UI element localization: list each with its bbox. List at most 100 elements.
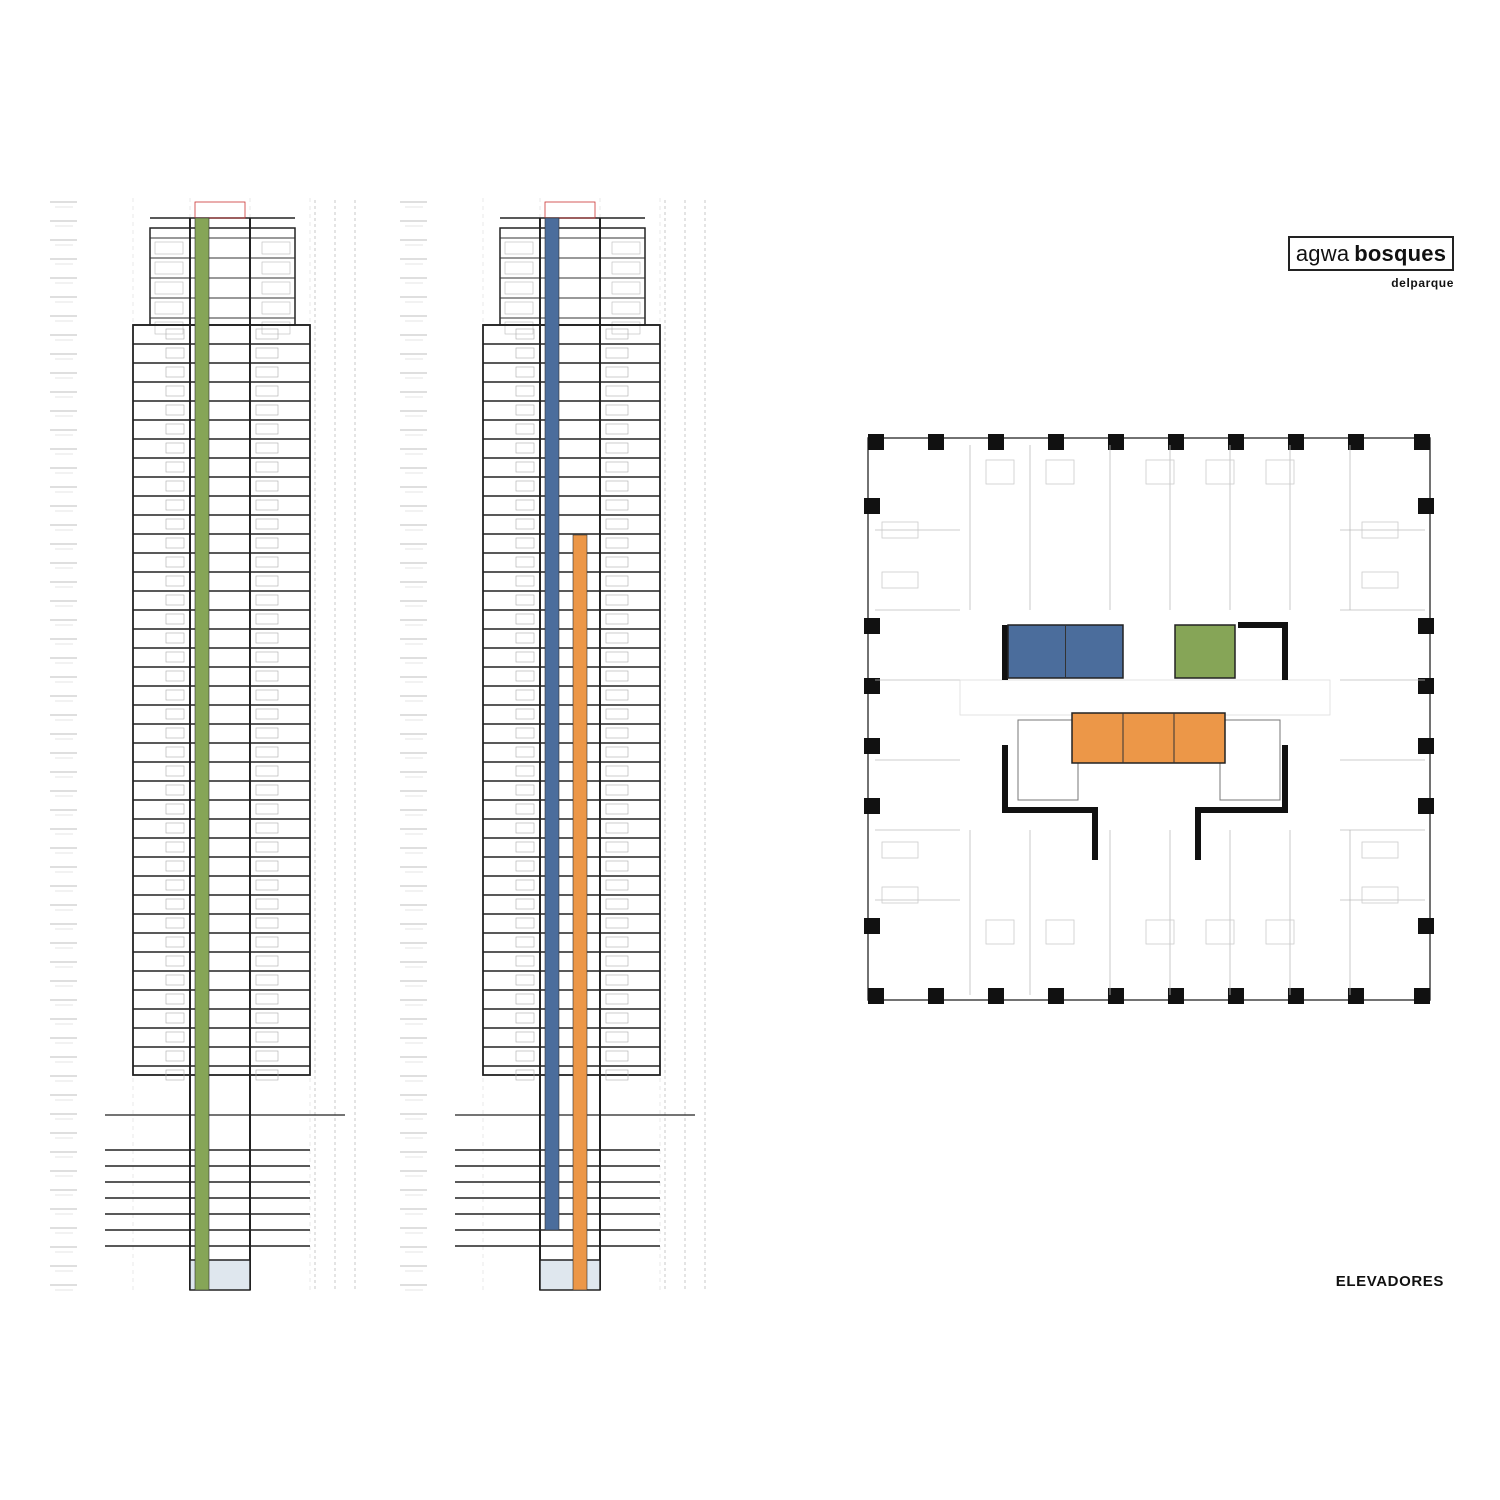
unit-detail xyxy=(255,841,279,853)
unit-detail xyxy=(515,442,535,454)
unit-detail xyxy=(515,1012,535,1024)
unit-detail xyxy=(165,632,185,644)
unit-detail xyxy=(255,993,279,1005)
unit-detail xyxy=(165,917,185,929)
unit-detail xyxy=(515,499,535,511)
unit-detail xyxy=(255,955,279,967)
window-detail xyxy=(504,301,534,315)
unit-detail xyxy=(255,404,279,416)
structural-column xyxy=(1348,988,1364,1004)
unit-detail xyxy=(165,518,185,530)
furniture xyxy=(1361,521,1399,539)
unit-detail xyxy=(515,936,535,948)
structural-column xyxy=(1288,988,1304,1004)
unit-detail xyxy=(515,575,535,587)
unit-detail xyxy=(515,765,535,777)
unit-detail xyxy=(605,423,629,435)
window-detail xyxy=(504,261,534,275)
unit-detail xyxy=(515,708,535,720)
brand-subtitle: delparque xyxy=(1391,276,1454,290)
unit-detail xyxy=(605,442,629,454)
unit-detail xyxy=(605,651,629,663)
unit-detail xyxy=(255,347,279,359)
window-detail xyxy=(611,281,641,295)
green-elevator-bank xyxy=(1174,624,1236,679)
unit-detail xyxy=(165,499,185,511)
elevator-pit xyxy=(539,1259,601,1291)
unit-detail xyxy=(165,385,185,397)
unit-detail xyxy=(255,575,279,587)
structural-column xyxy=(864,798,880,814)
tower-outline xyxy=(132,324,311,1076)
unit-detail xyxy=(605,860,629,872)
unit-detail xyxy=(255,518,279,530)
unit-detail xyxy=(515,461,535,473)
unit-detail xyxy=(605,974,629,986)
unit-detail xyxy=(165,936,185,948)
furniture xyxy=(1145,459,1175,485)
unit-detail xyxy=(255,594,279,606)
unit-detail xyxy=(165,822,185,834)
unit-detail xyxy=(165,784,185,796)
unit-detail xyxy=(605,480,629,492)
unit-detail xyxy=(515,347,535,359)
stair-core xyxy=(1219,719,1281,801)
unit-detail xyxy=(515,537,535,549)
unit-detail xyxy=(165,442,185,454)
unit-detail xyxy=(515,1069,535,1081)
furniture xyxy=(881,571,919,589)
unit-detail xyxy=(605,499,629,511)
unit-detail xyxy=(165,765,185,777)
structural-column xyxy=(1048,988,1064,1004)
machine-room xyxy=(544,201,596,219)
unit-detail xyxy=(605,537,629,549)
unit-detail xyxy=(515,518,535,530)
unit-detail xyxy=(165,841,185,853)
window-detail xyxy=(611,301,641,315)
unit-detail xyxy=(515,594,535,606)
unit-detail xyxy=(605,594,629,606)
core-wall xyxy=(1002,622,1288,860)
unit-detail xyxy=(165,1012,185,1024)
unit-detail xyxy=(515,727,535,739)
structural-column xyxy=(1348,434,1364,450)
unit-detail xyxy=(515,803,535,815)
unit-detail xyxy=(165,594,185,606)
unit-detail xyxy=(255,898,279,910)
structural-column xyxy=(1108,988,1124,1004)
structural-column xyxy=(928,434,944,450)
unit-detail xyxy=(515,955,535,967)
unit-detail xyxy=(255,613,279,625)
unit-detail xyxy=(165,1050,185,1062)
unit-detail xyxy=(605,841,629,853)
unit-detail xyxy=(605,689,629,701)
unit-detail xyxy=(515,670,535,682)
furniture xyxy=(1205,459,1235,485)
unit-detail xyxy=(165,651,185,663)
structural-column xyxy=(868,988,884,1004)
stair-core xyxy=(1017,719,1079,801)
unit-detail xyxy=(605,917,629,929)
unit-detail xyxy=(515,689,535,701)
furniture xyxy=(1045,919,1075,945)
unit-detail xyxy=(165,366,185,378)
unit-detail xyxy=(605,575,629,587)
unit-detail xyxy=(165,689,185,701)
unit-detail xyxy=(255,765,279,777)
unit-detail xyxy=(255,689,279,701)
unit-detail xyxy=(605,1069,629,1081)
window-detail xyxy=(261,241,291,255)
structural-column xyxy=(1228,434,1244,450)
unit-detail xyxy=(165,1031,185,1043)
structural-column xyxy=(1048,434,1064,450)
window-detail xyxy=(504,241,534,255)
penthouse-outline xyxy=(499,227,646,326)
unit-detail xyxy=(605,936,629,948)
structural-column xyxy=(1418,618,1434,634)
unit-detail xyxy=(605,347,629,359)
structural-column xyxy=(1418,798,1434,814)
unit-detail xyxy=(165,898,185,910)
furniture xyxy=(1361,886,1399,904)
unit-detail xyxy=(255,1012,279,1024)
unit-detail xyxy=(165,537,185,549)
